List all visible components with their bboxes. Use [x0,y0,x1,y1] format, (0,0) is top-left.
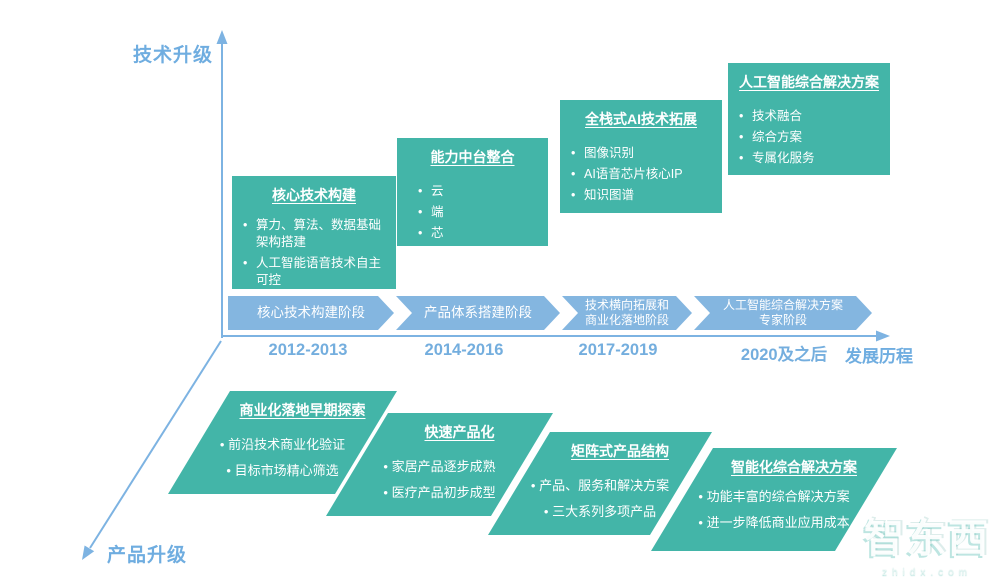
bullet-item: 知识图谱 [569,187,713,204]
stage-label: 核心技术构建阶段 [257,304,365,320]
up-arrow-icon [216,30,228,44]
bullet-item: 目标市场精心筛选 [168,460,397,479]
tech-box-bullets: 技术融合 综合方案 专属化服务 [737,108,881,167]
diagonal-axis-line [89,340,222,549]
tech-box-mid-platform: 能力中台整合 云 端 芯 [397,138,548,246]
bullet-item: 家居产品逐步成熟 [326,456,553,475]
product-box-bullets: 功能丰富的综合解决方案 进一步降低商业应用成本 [651,486,897,538]
product-box-early-commercial: 商业化落地早期探索 前沿技术商业化验证 目标市场精心筛选 [168,391,397,494]
product-box-title: 智能化综合解决方案 [731,459,857,475]
bullet-item: 人工智能语音技术自主可控 [241,255,387,289]
bullet-item: 三大系列多项产品 [488,501,712,520]
timeline-stage-1: 核心技术构建阶段 [228,296,394,330]
down-left-arrow-icon [82,545,95,560]
stage-label: 产品体系搭建阶段 [424,304,532,320]
tech-box-title: 人工智能综合解决方案 [739,74,879,90]
right-arrow-icon [876,330,890,342]
bullet-item: 前沿技术商业化验证 [168,434,397,453]
bullet-item: 综合方案 [737,129,881,146]
tech-box-title: 能力中台整合 [430,149,515,165]
tech-box-bullets: 算力、算法、数据基础架构搭建 人工智能语音技术自主可控 [241,217,387,289]
horizontal-axis-label: 发展历程 [845,347,913,366]
watermark-url: zhidx.com [881,567,972,578]
period-label: 2017-2019 [578,341,658,359]
bullet-item: 专属化服务 [737,150,881,167]
bullet-item: 技术融合 [737,108,881,125]
bullet-item: 端 [416,204,539,221]
bullet-item: 芯 [416,225,539,242]
tech-box-core-tech: 核心技术构建 算力、算法、数据基础架构搭建 人工智能语音技术自主可控 [232,176,396,289]
bullet-item: 产品、服务和解决方案 [488,475,712,494]
vertical-axis-label: 技术升级 [133,45,214,66]
tech-box-ai-solution: 人工智能综合解决方案 技术融合 综合方案 专属化服务 [728,63,890,175]
stage-label: 专家阶段 [758,313,807,327]
watermark: 智东西 zhidx.com [856,506,998,578]
diagonal-axis-label: 产品升级 [107,545,188,566]
tech-box-bullets: 云 端 芯 [416,183,539,242]
bullet-item: 进一步降低商业应用成本 [651,512,897,531]
product-box-bullets: 前沿技术商业化验证 目标市场精心筛选 [168,434,397,486]
watermark-logo: 智东西 [864,517,990,561]
bullet-item: 云 [416,183,539,200]
tech-box-bullets: 图像识别 AI语音芯片核心IP 知识图谱 [569,145,713,204]
tech-box-title: 全栈式AI技术拓展 [585,111,697,127]
tech-box-fullstack-ai: 全栈式AI技术拓展 图像识别 AI语音芯片核心IP 知识图谱 [560,100,722,213]
timeline-stage-2: 产品体系搭建阶段 [396,296,560,330]
period-label: 2012-2013 [268,341,348,359]
stage-label: 技术横向拓展和 [584,298,669,312]
stage-label: 人工智能综合解决方案 [722,298,843,312]
bullet-item: 功能丰富的综合解决方案 [651,486,897,505]
period-label: 2020及之后 [740,346,828,364]
period-label: 2014-2016 [424,341,504,359]
bullet-item: 图像识别 [569,145,713,162]
product-box-title: 矩阵式产品结构 [571,443,669,459]
product-box-title: 快速产品化 [424,424,495,440]
timeline-stage-4: 人工智能综合解决方案 专家阶段 [694,296,872,330]
stage-label: 商业化落地阶段 [584,313,669,327]
bullet-item: 算力、算法、数据基础架构搭建 [241,217,387,251]
product-box-bullets: 家居产品逐步成熟 医疗产品初步成型 [326,456,553,508]
product-box-bullets: 产品、服务和解决方案 三大系列多项产品 [488,475,712,527]
bullet-item: 医疗产品初步成型 [326,482,553,501]
timeline-stage-3: 技术横向拓展和 商业化落地阶段 [562,296,692,330]
tech-box-title: 核心技术构建 [272,187,356,203]
product-box-title: 商业化落地早期探索 [239,402,366,418]
bullet-item: AI语音芯片核心IP [569,166,713,183]
